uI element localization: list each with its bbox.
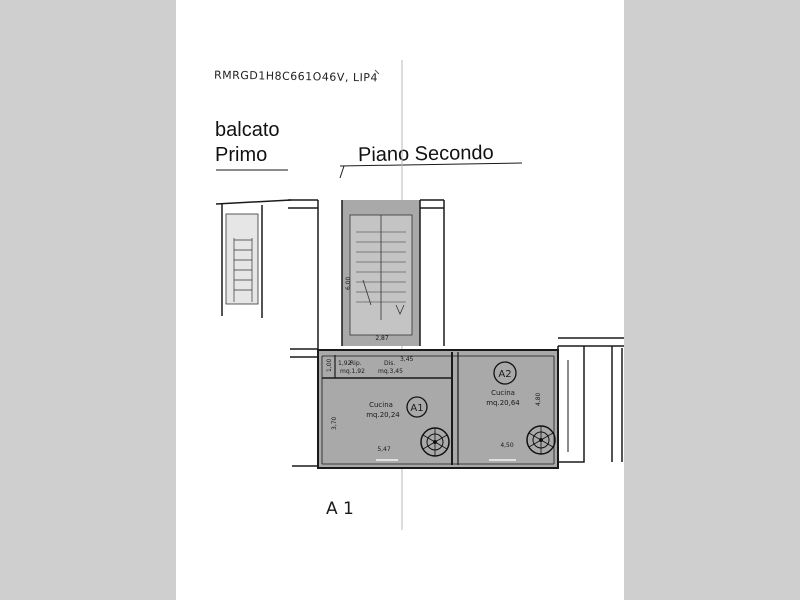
- disimpegno-area: mq.3,45: [378, 368, 403, 375]
- mezzanine-title: balcato Primo: [215, 118, 280, 168]
- a1-tag-circle: [406, 396, 428, 418]
- right-block: [557, 346, 623, 463]
- a1-room-tag: A1: [410, 403, 423, 414]
- stair-length-label: 6,00: [345, 276, 352, 290]
- stair-core: [317, 200, 445, 346]
- floor-title-underline: [339, 162, 523, 167]
- footer-label: A 1: [326, 499, 354, 519]
- disimpegno-name: Dis.: [384, 360, 395, 367]
- a1-room-name: Cucina: [369, 401, 393, 409]
- a1-depth-label: 3,70: [331, 416, 338, 430]
- spiral-stair-a2-icon: [526, 425, 556, 455]
- stair-width-label: 2,87: [375, 335, 389, 342]
- mezzanine-plan-fragment: [215, 199, 292, 318]
- a1-width-label: 5,47: [377, 446, 391, 453]
- floor-title-pen-mark: [339, 165, 345, 179]
- a1-room-area: mq.20,24: [366, 411, 400, 419]
- ripostiglio-area: mq.1,92: [340, 368, 365, 375]
- disimpegno-width: 3,45: [400, 356, 414, 363]
- mezzanine-title-line1: balcato: [215, 119, 280, 141]
- a2-room-tag: A2: [498, 369, 511, 380]
- scan-mark: [374, 69, 380, 75]
- ripostiglio-dim-top: 1,92: [338, 360, 352, 367]
- a2-room-name: Cucina: [491, 389, 515, 397]
- a2-room-area: mq.20,64: [486, 399, 520, 407]
- ripostiglio-dim-side: 1,00: [326, 358, 333, 372]
- a2-tag-circle: [493, 361, 517, 385]
- spiral-stair-a1-icon: [420, 427, 450, 457]
- scanned-sheet: RMRGD1H8C661O46V, LIP4 balcato Primo Pia…: [176, 0, 624, 600]
- apartment-units: [317, 349, 559, 469]
- mezzanine-title-line2: Primo: [215, 144, 268, 166]
- ripostiglio-name: Rip.: [350, 360, 362, 367]
- a2-width-label: 4,50: [500, 442, 514, 449]
- a2-depth-label: 4,80: [535, 392, 542, 406]
- floor-plan: 6,00 2,87: [215, 60, 624, 530]
